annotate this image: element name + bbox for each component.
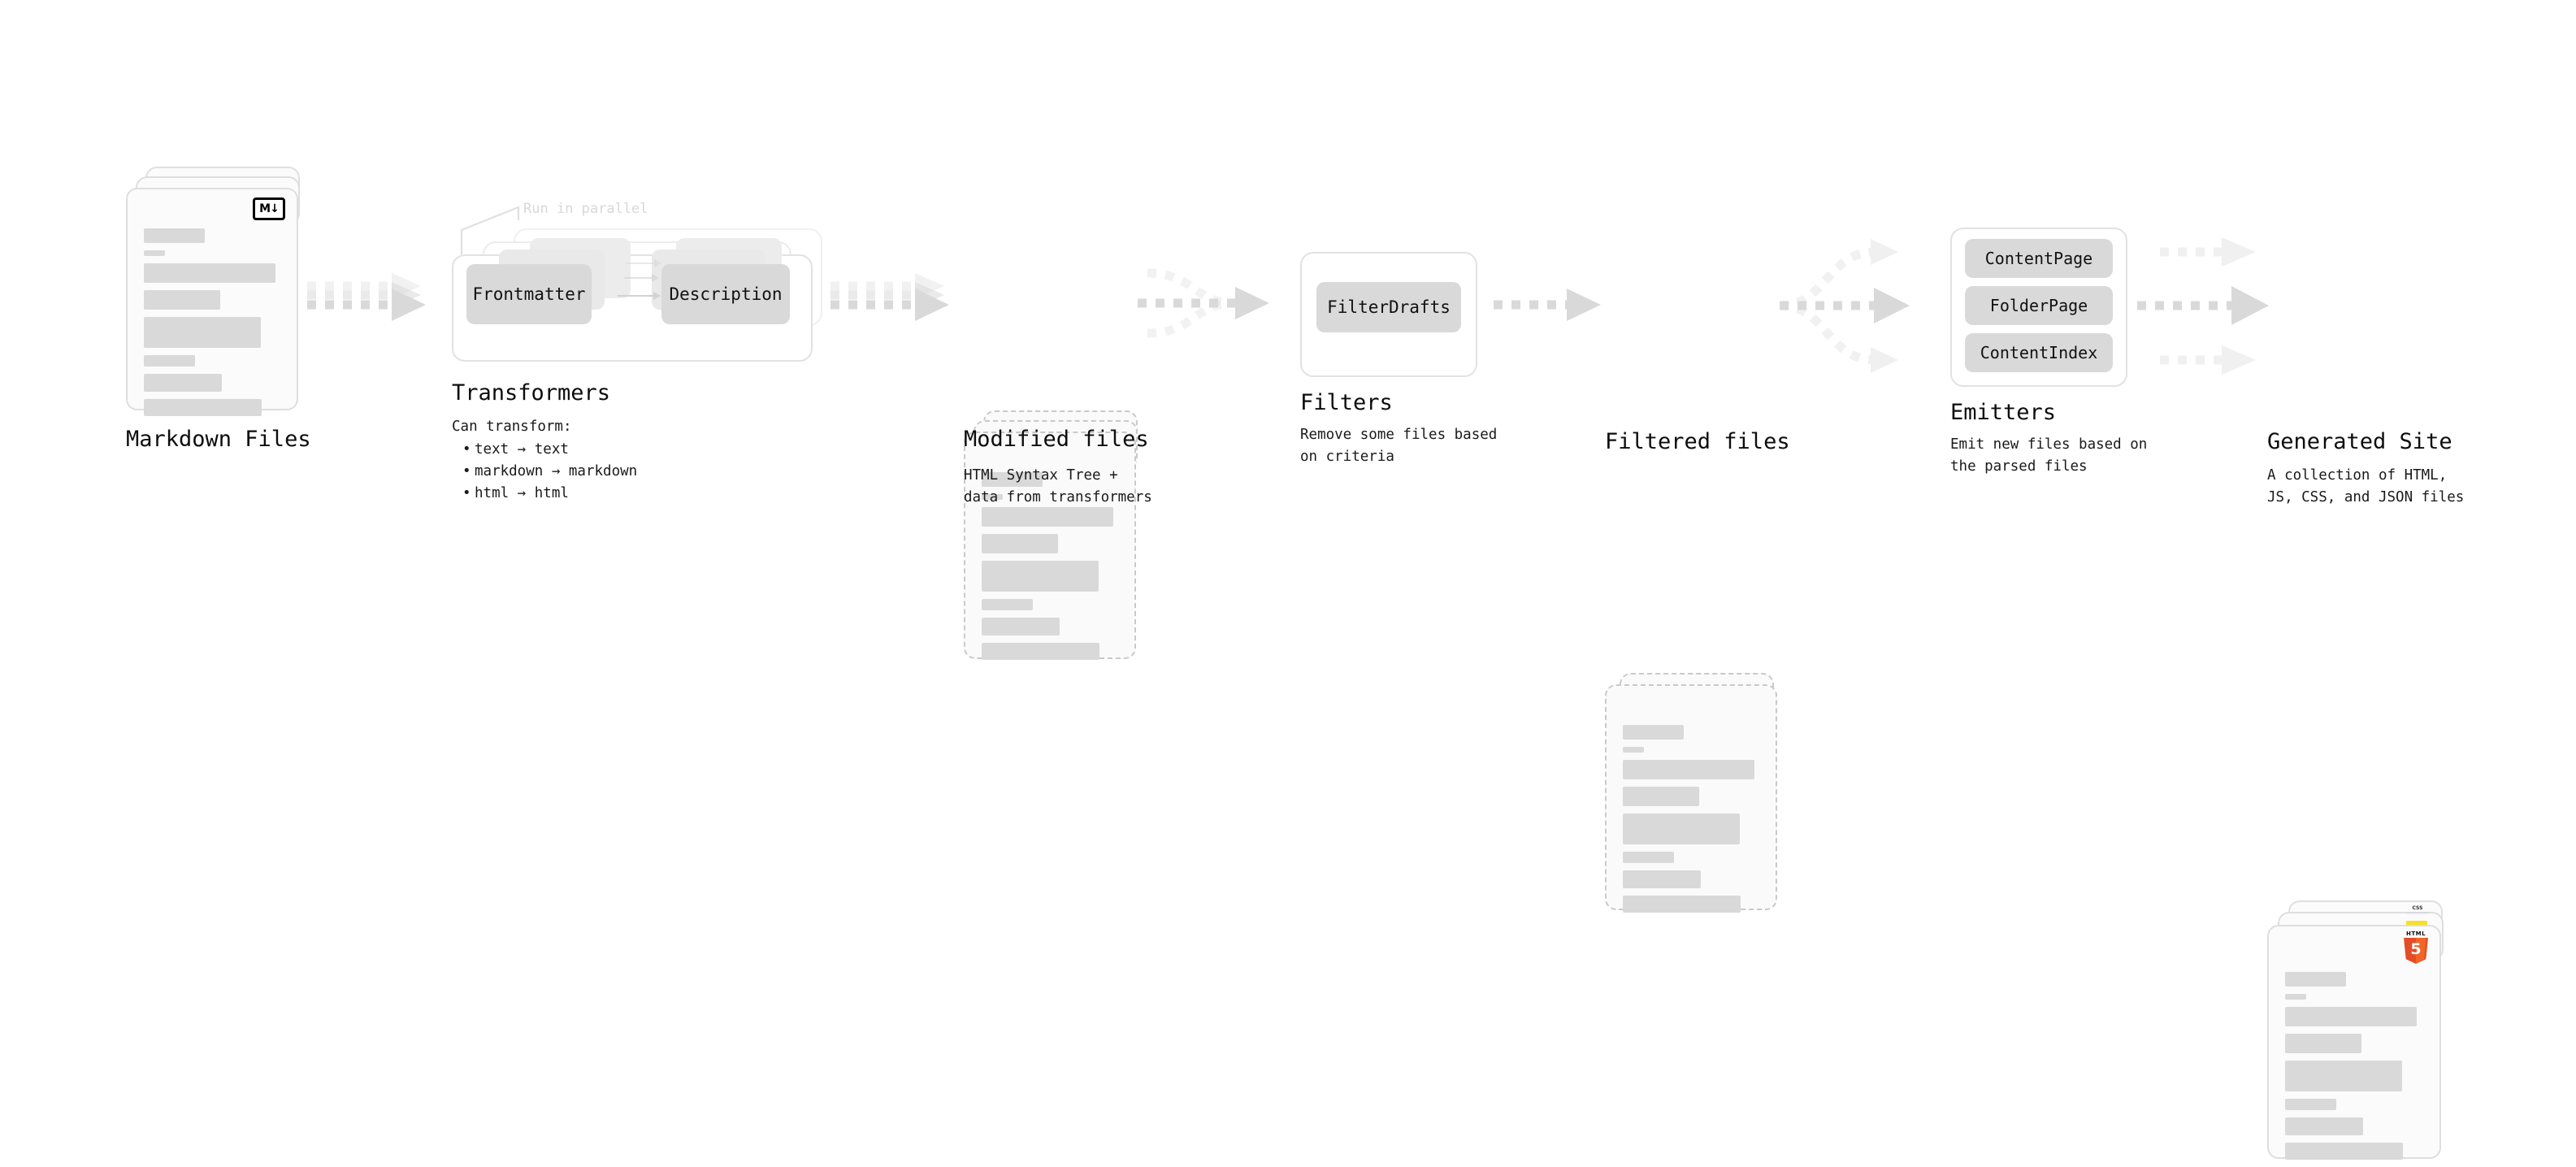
flow-arrow-4 — [1494, 280, 1607, 329]
generated-site-stack: CSS HTML 5 — [2267, 900, 2454, 1160]
flow-arrow-1 — [307, 268, 429, 333]
placeholder-bar — [1623, 896, 1741, 913]
placeholder-bar — [982, 643, 1099, 660]
modified-files-caption-line1: HTML Syntax Tree + — [964, 467, 1118, 484]
placeholder-bar — [2285, 1061, 2402, 1091]
placeholder-bar — [982, 561, 1099, 592]
emitters-caption-line2: the parsed files — [1950, 458, 2088, 475]
placeholder-bar — [2285, 1034, 2361, 1053]
placeholder-bar — [2285, 972, 2346, 987]
placeholder-bar — [144, 374, 222, 392]
markdown-icon: M↓ — [253, 197, 285, 220]
placeholder-bar — [982, 507, 1113, 527]
filtered-files-stack — [1605, 673, 1784, 917]
flow-arrow-2 — [830, 268, 952, 333]
transformer-step-frontmatter[interactable]: Frontmatter — [466, 264, 592, 324]
filter-step-filterdrafts[interactable]: FilterDrafts — [1316, 282, 1461, 332]
placeholder-bar — [2285, 994, 2306, 1000]
document-placeholder-lines — [144, 228, 282, 423]
transformer-connector-front — [618, 292, 661, 300]
transformers-bullet: markdown → markdown — [462, 461, 637, 483]
placeholder-bar — [144, 250, 165, 256]
markdown-files-title: Markdown Files — [126, 427, 311, 452]
run-in-parallel-label: Run in parallel — [523, 201, 648, 217]
placeholder-bar — [2285, 1007, 2417, 1026]
transformers-caption-intro: Can transform: — [452, 419, 572, 435]
placeholder-bar — [1623, 760, 1754, 779]
document-sheet-front: M↓ — [126, 188, 298, 416]
document-sheet-front — [964, 432, 1136, 660]
placeholder-bar — [144, 317, 261, 348]
emitters-caption-line1: Emit new files based on — [1950, 436, 2148, 453]
document-placeholder-lines — [982, 472, 1120, 667]
placeholder-bar — [982, 494, 1003, 500]
document-placeholder-lines — [2285, 972, 2425, 1167]
generated-site-caption-line1: A collection of HTML, — [2267, 467, 2448, 484]
document-sheet-front — [1605, 684, 1777, 913]
placeholder-bar — [1623, 870, 1701, 888]
generated-site-title: Generated Site — [2267, 429, 2452, 454]
filters-group: FilterDrafts — [1300, 252, 1477, 377]
placeholder-bar — [1623, 813, 1740, 844]
transformers-bullet: html → html — [462, 483, 637, 505]
flow-arrow-3-fan-in — [1138, 258, 1284, 348]
transformers-group: Run in parallel Frontmatter Description — [452, 199, 834, 362]
html5-shield: 5 — [2404, 938, 2428, 964]
modified-files-caption-line2: data from transformers — [964, 489, 1152, 505]
placeholder-bar — [1623, 725, 1684, 740]
emitter-step-folderpage[interactable]: FolderPage — [1965, 286, 2113, 325]
placeholder-bar — [982, 534, 1058, 553]
emitters-title: Emitters — [1950, 400, 2057, 425]
placeholder-bar — [144, 399, 262, 416]
placeholder-bar — [144, 355, 195, 367]
transformer-connector-back — [627, 259, 661, 267]
document-placeholder-lines — [1623, 725, 1761, 920]
css-label: CSS — [2412, 905, 2423, 911]
flow-arrow-5-fan-out — [1779, 234, 1934, 380]
generated-site-caption-line2: JS, CSS, and JSON files — [2267, 489, 2465, 505]
filtered-files-title: Filtered files — [1605, 429, 1790, 454]
placeholder-bar — [1623, 747, 1644, 753]
html5-wordmark: HTML — [2405, 931, 2426, 937]
parallel-bracket — [460, 206, 520, 254]
placeholder-bar — [2285, 1099, 2336, 1110]
document-sheet-front: HTML 5 — [2267, 925, 2441, 1160]
flow-arrow-6 — [2137, 234, 2292, 380]
transformers-bullet: text → text — [462, 439, 637, 461]
placeholder-bar — [982, 599, 1033, 610]
placeholder-bar — [982, 618, 1060, 636]
filters-caption-line1: Remove some files based — [1300, 427, 1498, 443]
emitter-step-contentindex[interactable]: ContentIndex — [1965, 333, 2113, 372]
placeholder-bar — [144, 263, 275, 283]
transformers-bullets: text → text markdown → markdown html → h… — [460, 439, 637, 505]
placeholder-bar — [144, 228, 205, 243]
modified-files-stack — [964, 410, 1143, 662]
placeholder-bar — [1623, 852, 1674, 863]
pipeline-diagram: M↓ Markdown Files — [0, 0, 2576, 681]
emitter-step-contentpage[interactable]: ContentPage — [1965, 239, 2113, 278]
placeholder-bar — [2285, 1117, 2363, 1135]
markdown-files-stack: M↓ — [126, 167, 305, 416]
modified-files-title: Modified files — [964, 427, 1149, 452]
placeholder-bar — [982, 472, 1043, 487]
placeholder-bar — [1623, 787, 1699, 806]
placeholder-bar — [2285, 1143, 2403, 1160]
filters-caption-line2: on criteria — [1300, 449, 1394, 465]
placeholder-bar — [144, 290, 220, 310]
html5-number: 5 — [2410, 939, 2422, 958]
html5-icon: HTML 5 — [2402, 931, 2430, 964]
transformer-step-description[interactable]: Description — [661, 264, 790, 324]
transformer-connector-mid — [624, 274, 659, 282]
transformers-title: Transformers — [452, 380, 611, 406]
emitters-group: ContentPage FolderPage ContentIndex — [1950, 228, 2127, 387]
filters-title: Filters — [1300, 390, 1393, 415]
